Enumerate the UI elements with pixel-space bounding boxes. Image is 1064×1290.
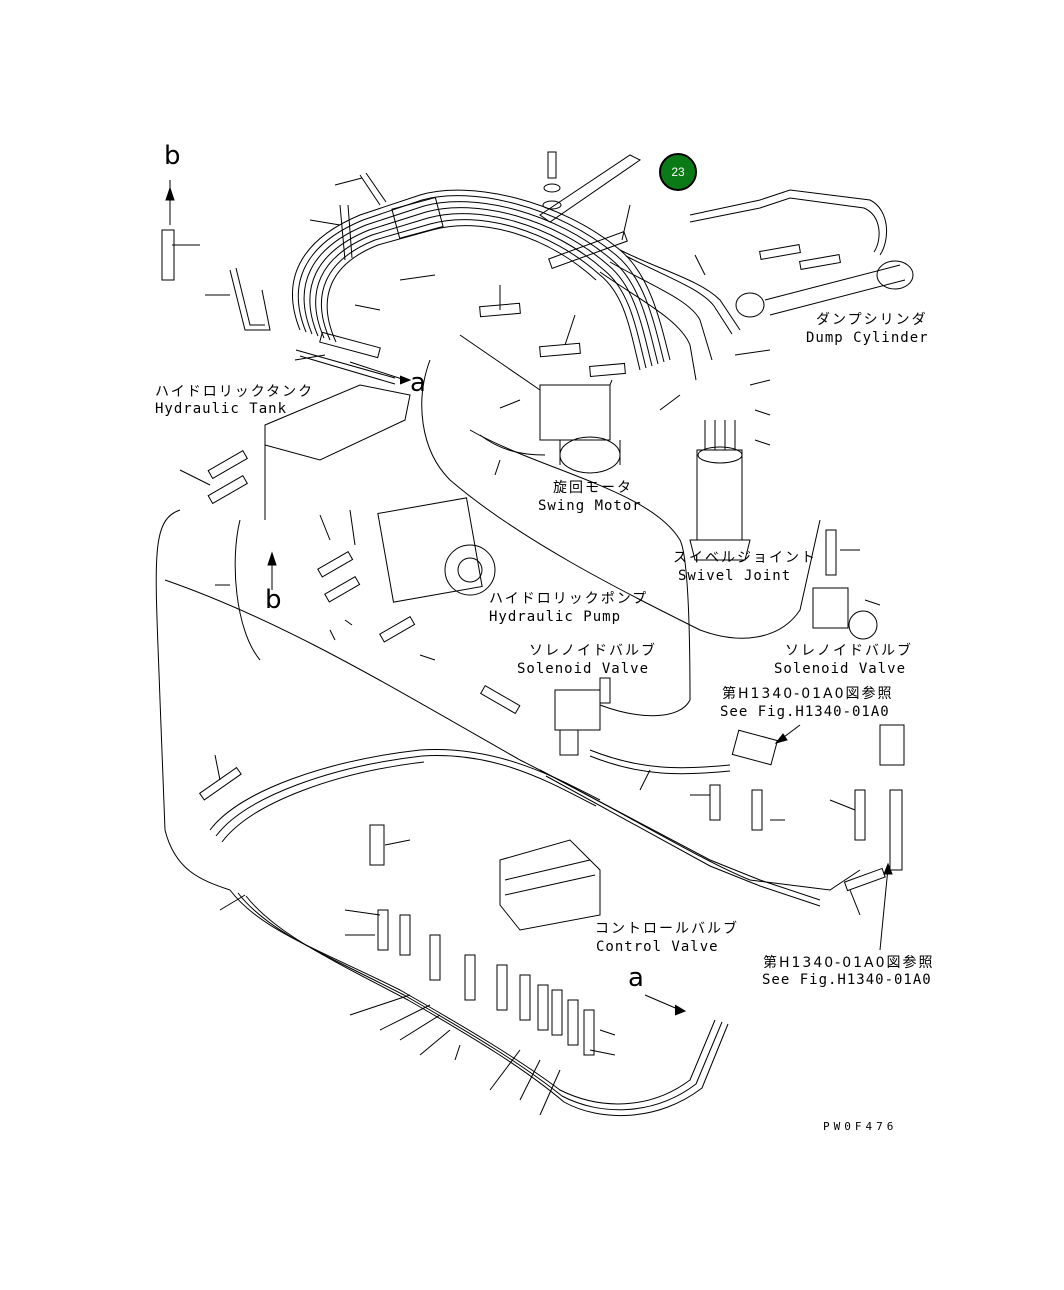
hydraulic-tank xyxy=(156,385,410,890)
swivel-joint xyxy=(690,420,750,560)
swivel-joint-label-jp: スイベルジョイント xyxy=(673,550,817,566)
swing-motor xyxy=(460,303,625,473)
solenoid-valve-right-label-jp: ソレノイドバルブ xyxy=(785,643,913,659)
solenoid-valve-left-label-jp: ソレノイドバルブ xyxy=(529,643,657,659)
hydraulic-tank-label-jp: ハイドロリックタンク xyxy=(155,384,315,400)
see-fig-top-label-en: See Fig.H1340-01A0 xyxy=(720,704,890,720)
see-fig-bottom-label-en: See Fig.H1340-01A0 xyxy=(762,972,932,988)
see-fig-top-label-jp: 第H1340-01A0図参照 xyxy=(722,686,894,702)
see-fig-bottom-label-jp: 第H1340-01A0図参照 xyxy=(763,955,935,971)
ref-letter-b-bottom: b xyxy=(265,585,283,615)
dump-cylinder xyxy=(690,190,913,317)
solenoid-valve-left xyxy=(470,430,690,755)
hydraulic-tank-label-en: Hydraulic Tank xyxy=(155,401,288,417)
solenoid-valve-right xyxy=(813,530,877,639)
hydraulic-pump-label-en: Hydraulic Pump xyxy=(489,609,622,625)
callout-badge-23[interactable]: 23 xyxy=(659,153,697,191)
ref-letter-a-bottom: a xyxy=(628,963,645,993)
swivel-joint-label-en: Swivel Joint xyxy=(678,568,792,584)
top-bracket xyxy=(540,152,640,222)
control-valve-label-en: Control Valve xyxy=(596,939,719,955)
hydraulic-pump xyxy=(378,498,495,602)
control-valve-label-jp: コントロールバルブ xyxy=(595,921,739,937)
swing-motor-label-en: Swing Motor xyxy=(538,498,642,514)
hose-fittings xyxy=(162,230,904,1055)
connector-block xyxy=(590,730,777,774)
dump-cylinder-label-jp: ダンプシリンダ xyxy=(816,312,928,328)
dump-cylinder-label-en: Dump Cylinder xyxy=(806,330,929,346)
solenoid-valve-left-label-en: Solenoid Valve xyxy=(517,661,650,677)
lower-hose-bundle xyxy=(210,750,820,1116)
upper-hose-bundle xyxy=(293,190,741,384)
reference-arrows xyxy=(166,188,892,1015)
control-valve xyxy=(500,840,600,930)
ref-letter-a-right: a xyxy=(410,368,427,398)
swing-motor-label-jp: 旋回モータ xyxy=(553,480,633,496)
solenoid-valve-right-label-en: Solenoid Valve xyxy=(774,661,907,677)
return-lines xyxy=(165,360,860,890)
drawing-code: PW0F476 xyxy=(823,1120,898,1133)
bundle-clamps xyxy=(230,173,627,358)
leader-lines xyxy=(170,178,880,1115)
ref-letter-b-top: b xyxy=(164,141,182,171)
hydraulic-pump-label-jp: ハイドロリックポンプ xyxy=(489,591,649,607)
